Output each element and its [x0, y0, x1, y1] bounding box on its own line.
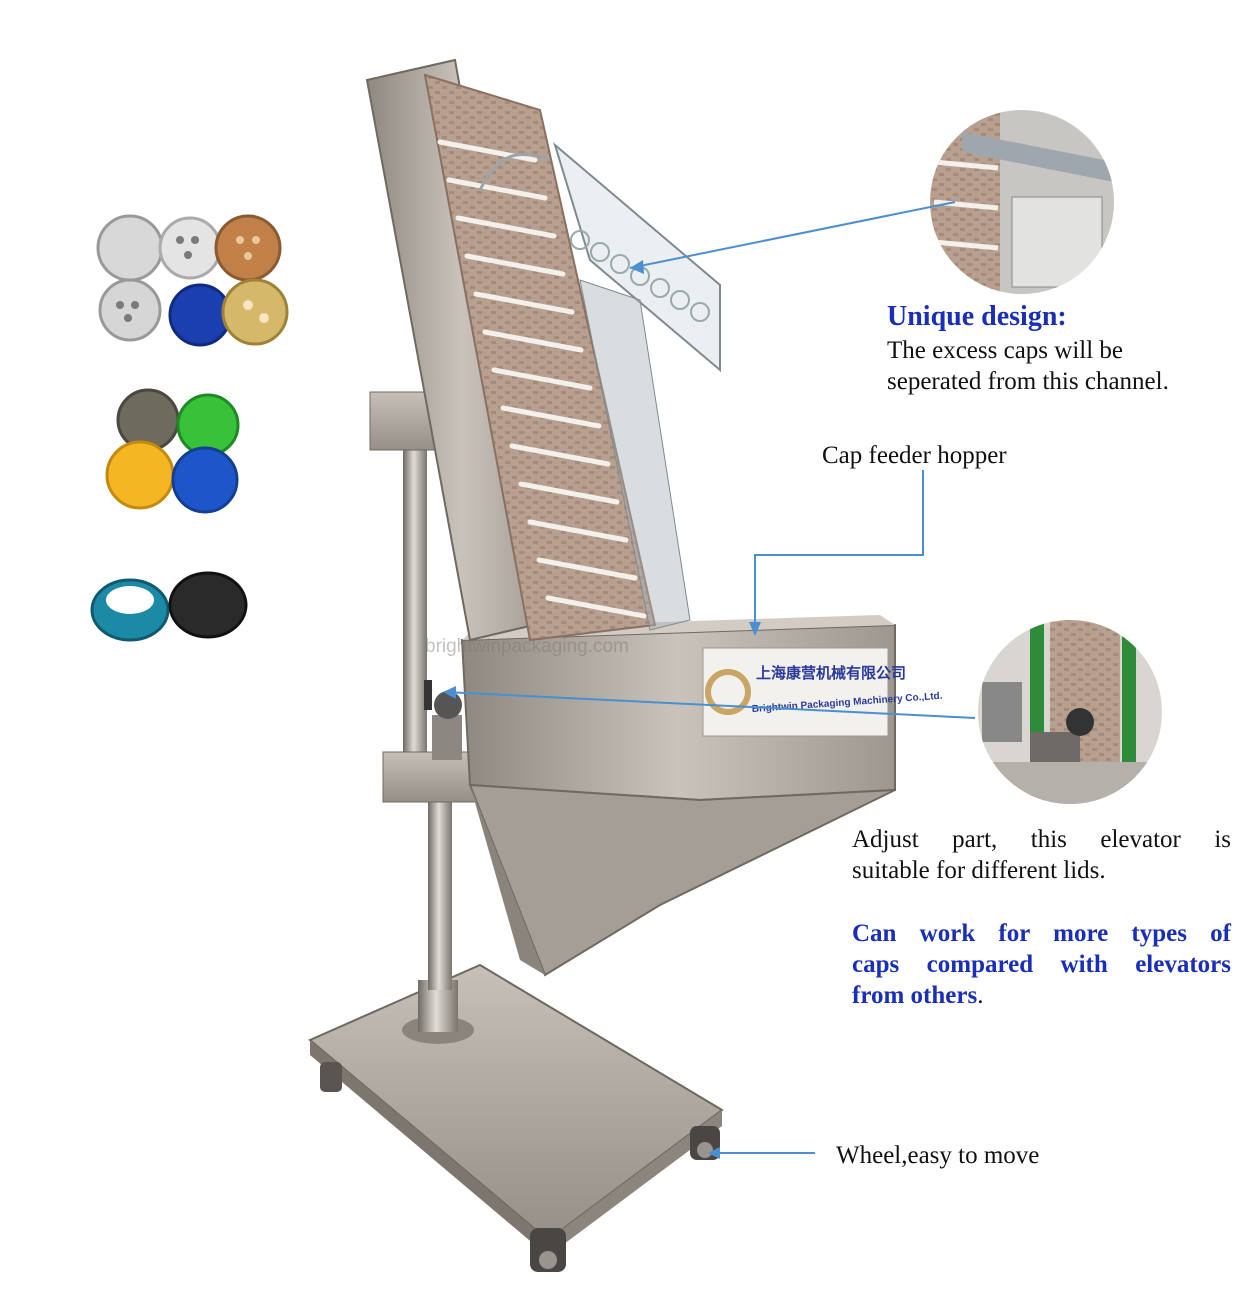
base-plate [308, 963, 724, 1256]
conveyor-belt [423, 73, 657, 642]
inset-top [930, 110, 1114, 294]
more-types-line3-text: from others [852, 982, 978, 1009]
adjust-line2: suitable for different lids. [852, 857, 1106, 884]
hopper-callout: Cap feeder hopper [822, 442, 1007, 469]
more-types-line2: caps compared with elevators [852, 951, 1231, 978]
pointer-lines [444, 201, 976, 1154]
unique-design-title: Unique design: [887, 301, 1067, 332]
unique-design-line2: seperated from this channel. [887, 368, 1169, 395]
hopper-label-chinese: 上海康营机械有限公司 [756, 664, 906, 682]
wheel-callout: Wheel,easy to move [836, 1142, 1040, 1169]
more-types-period: . [977, 982, 984, 1009]
watermark: brightwinpackaging.com [425, 636, 629, 657]
cap-samples-row2 [105, 388, 240, 514]
cap-samples-row3 [90, 571, 248, 642]
inset-bottom [978, 620, 1162, 804]
cap-samples-row1 [96, 214, 289, 347]
unique-design-line1: The excess caps will be [887, 337, 1124, 364]
more-types-line3: from others. [852, 980, 983, 1011]
adjust-line1: Adjust part, this elevator is [852, 826, 1231, 853]
hopper-body: 上海康营机械有限公司 Brightwin Packaging Machinery… [460, 615, 943, 977]
more-types-line1: Can work for more types of [852, 920, 1231, 947]
